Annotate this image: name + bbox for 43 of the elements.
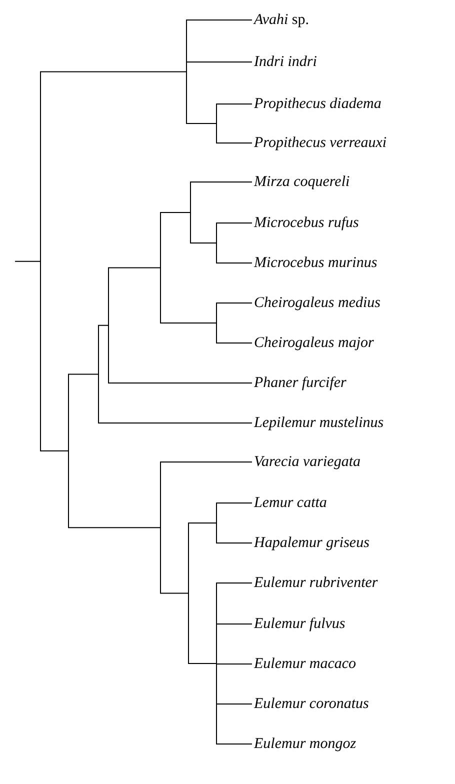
branch-line bbox=[68, 527, 160, 528]
taxon-label: Lemur catta bbox=[254, 494, 327, 512]
branch-line bbox=[108, 382, 252, 384]
taxon-label: Eulemur coronatus bbox=[254, 695, 369, 713]
taxon-label: Phaner furcifer bbox=[254, 374, 346, 392]
taxon-label: Eulemur mongoz bbox=[254, 735, 356, 753]
taxon-label: Hapalemur griseus bbox=[254, 534, 370, 552]
branch-line bbox=[40, 450, 68, 452]
taxon-label: Eulemur fulvus bbox=[254, 615, 346, 633]
taxon-label: Propithecus verreauxi bbox=[254, 134, 387, 152]
branch-line bbox=[216, 502, 252, 504]
branch-line bbox=[160, 322, 216, 324]
root-stub-line bbox=[14, 260, 40, 262]
branch-line bbox=[216, 582, 252, 584]
branch-line bbox=[108, 267, 160, 268]
branch-line bbox=[216, 342, 252, 344]
branch-line bbox=[160, 212, 190, 213]
branch-line bbox=[216, 142, 252, 144]
branch-line bbox=[188, 522, 216, 524]
branch-line bbox=[216, 222, 252, 224]
branch-line bbox=[40, 71, 186, 72]
taxon-label: Eulemur macaco bbox=[254, 655, 356, 673]
branch-line bbox=[216, 542, 252, 544]
branch-line bbox=[98, 422, 252, 424]
taxon-label: Indri indri bbox=[254, 53, 317, 71]
taxon-label: Lepilemur mustelinus bbox=[254, 414, 384, 432]
taxon-label: Varecia variegata bbox=[254, 453, 361, 471]
branch-line bbox=[188, 663, 216, 664]
taxon-label: Eulemur rubriventer bbox=[254, 574, 378, 592]
branch-line bbox=[160, 592, 188, 594]
branch-line bbox=[216, 302, 252, 304]
branch-line bbox=[186, 123, 216, 124]
taxon-label: Cheirogaleus major bbox=[254, 334, 374, 352]
taxon-label: Propithecus diadema bbox=[254, 95, 382, 113]
branch-line bbox=[190, 242, 216, 244]
taxon-label: Avahi sp. bbox=[254, 11, 310, 29]
taxon-label: Mirza coquereli bbox=[254, 173, 350, 191]
branch-line bbox=[98, 324, 108, 326]
taxon-label: Microcebus rufus bbox=[254, 214, 359, 232]
taxon-label: Microcebus murinus bbox=[254, 254, 378, 272]
branch-line bbox=[68, 374, 98, 375]
taxon-label: Cheirogaleus medius bbox=[254, 294, 381, 312]
branch-line bbox=[216, 262, 252, 264]
